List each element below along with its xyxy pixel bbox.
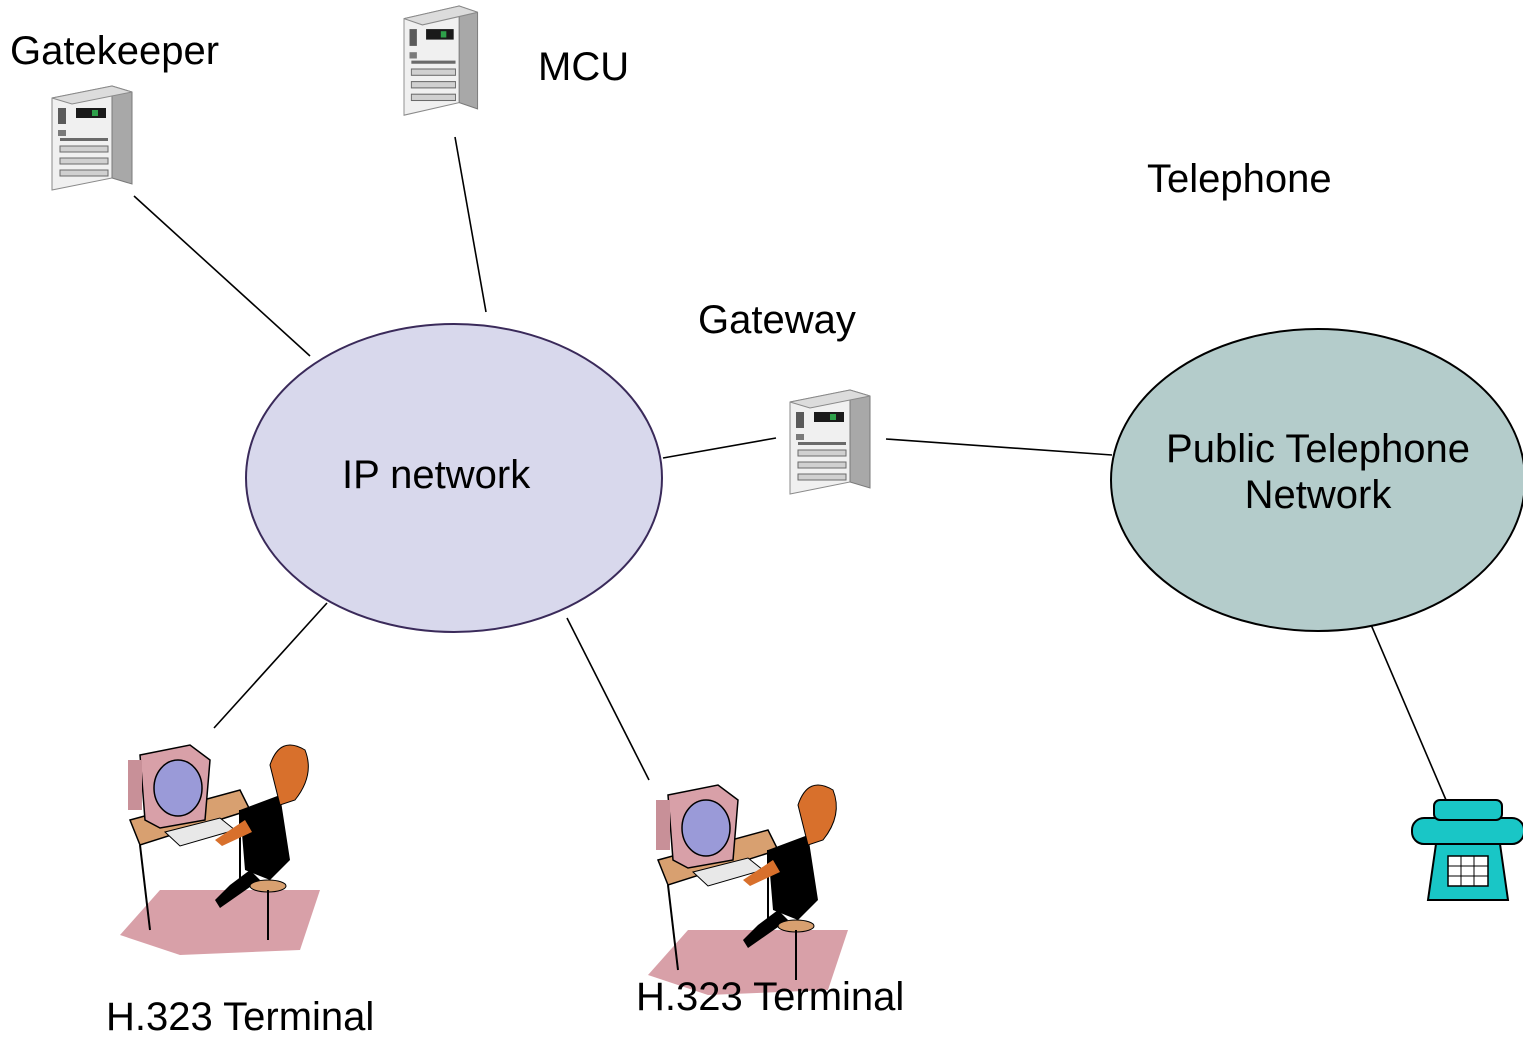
- link-ip-gateway: [662, 437, 777, 459]
- link-ip-terminal-left: [213, 602, 328, 729]
- server-icon: [51, 85, 133, 191]
- pstn-ellipse: [1110, 328, 1523, 632]
- person-at-computer-icon: [647, 784, 849, 996]
- link-gateway-pstn: [885, 438, 1113, 456]
- pstn-label: Public Telephone Network: [1128, 426, 1508, 518]
- link-ip-terminal-right: [566, 617, 650, 781]
- telephone-icon: [1411, 799, 1523, 901]
- ip-network-ellipse: [245, 323, 663, 633]
- pstn-label-line2: Network: [1244, 473, 1392, 517]
- terminal-right-label: H.323 Terminal: [636, 975, 905, 1019]
- gateway-label: Gateway: [698, 298, 856, 342]
- terminal-left-label: H.323 Terminal: [106, 995, 375, 1039]
- link-gatekeeper-ip: [133, 195, 311, 357]
- server-icon: [403, 5, 479, 116]
- person-at-computer-icon: [119, 744, 321, 956]
- server-icon: [789, 389, 871, 495]
- telephone-label: Telephone: [1147, 157, 1332, 201]
- ip-network-label: IP network: [342, 453, 531, 497]
- mcu-label: MCU: [538, 45, 630, 89]
- pstn-label-line1: Public Telephone: [1166, 427, 1470, 471]
- link-mcu-ip: [454, 136, 487, 313]
- gatekeeper-label: Gatekeeper: [10, 29, 220, 73]
- link-pstn-telephone: [1368, 619, 1447, 801]
